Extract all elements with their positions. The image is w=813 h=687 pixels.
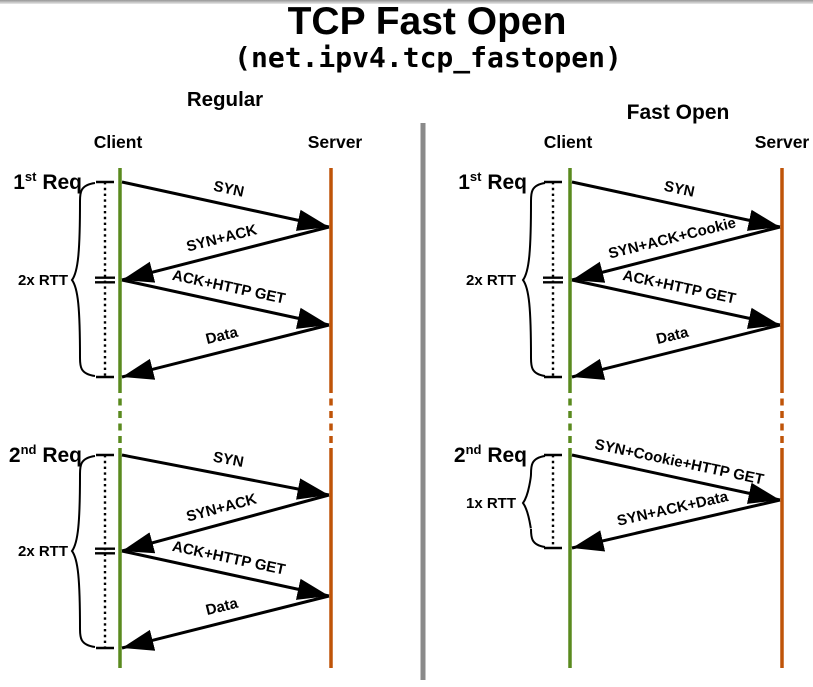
rtt-brace: [521, 182, 546, 377]
message-arrow: [121, 278, 330, 329]
message-arrow: [121, 549, 330, 600]
panel-title: Regular: [187, 88, 263, 111]
message-label: Data: [204, 595, 240, 619]
request-label-suffix: Req: [36, 171, 82, 194]
rtt-label: 2x RTT: [18, 543, 68, 560]
request-label-suffix: Req: [481, 171, 527, 194]
message-arrow: [121, 323, 330, 380]
request-label: 1st Req: [13, 169, 82, 194]
page-title: TCP Fast Open: [287, 0, 567, 43]
message-label: SYN+Cookie+HTTP GET: [593, 436, 765, 488]
request-label: 2nd Req: [9, 442, 82, 467]
request-label: 2nd Req: [454, 442, 527, 467]
message-arrow: [571, 323, 781, 380]
request-label-ordinal: st: [470, 169, 482, 184]
message-arrow: [121, 180, 330, 231]
message-label: Data: [655, 324, 691, 348]
message-label: SYN+ACK: [185, 491, 259, 526]
panel-title: Fast Open: [627, 101, 730, 124]
message-label: ACK+HTTP GET: [621, 267, 737, 308]
request-label-number: 2: [454, 444, 466, 467]
message-arrow: [121, 453, 330, 500]
message-arrow: [571, 453, 781, 504]
request-label-number: 1: [458, 171, 470, 194]
message-arrow: [121, 493, 330, 554]
request-label-number: 2: [9, 444, 21, 467]
request-label-suffix: Req: [36, 444, 82, 467]
request-label-number: 1: [13, 171, 25, 194]
message-arrow: [571, 498, 781, 552]
request-label-ordinal: nd: [21, 442, 37, 457]
server-label: Server: [308, 132, 363, 152]
request-label: 1st Req: [458, 169, 527, 194]
page-subtitle: (net.ipv4.tcp_fastopen): [234, 41, 622, 74]
request-label-ordinal: st: [25, 169, 37, 184]
request-label-ordinal: nd: [466, 442, 482, 457]
request-label-suffix: Req: [481, 444, 527, 467]
message-label: ACK+HTTP GET: [171, 538, 287, 579]
rtt-brace: [70, 182, 96, 377]
message-label: SYN: [662, 178, 696, 201]
message-arrow: [571, 278, 781, 329]
rtt-label: 1x RTT: [466, 495, 516, 512]
message-arrow: [571, 225, 781, 283]
server-label: Server: [755, 132, 810, 152]
message-arrow: [121, 594, 330, 651]
window-top-edge: [0, 0, 813, 4]
message-arrow: [121, 225, 330, 283]
client-label: Client: [544, 132, 593, 152]
message-label: Data: [204, 324, 240, 348]
panel-divider: [420, 123, 426, 680]
rtt-label: 2x RTT: [18, 272, 68, 289]
message-label: SYN: [212, 449, 245, 471]
message-arrow: [571, 180, 781, 231]
message-label: SYN: [212, 178, 246, 201]
rtt-brace: [70, 455, 96, 648]
message-label: SYN+ACK: [185, 221, 259, 255]
client-label: Client: [94, 132, 143, 152]
message-label: ACK+HTTP GET: [171, 267, 287, 308]
rtt-brace: [521, 455, 546, 548]
rtt-label: 2x RTT: [466, 272, 516, 289]
